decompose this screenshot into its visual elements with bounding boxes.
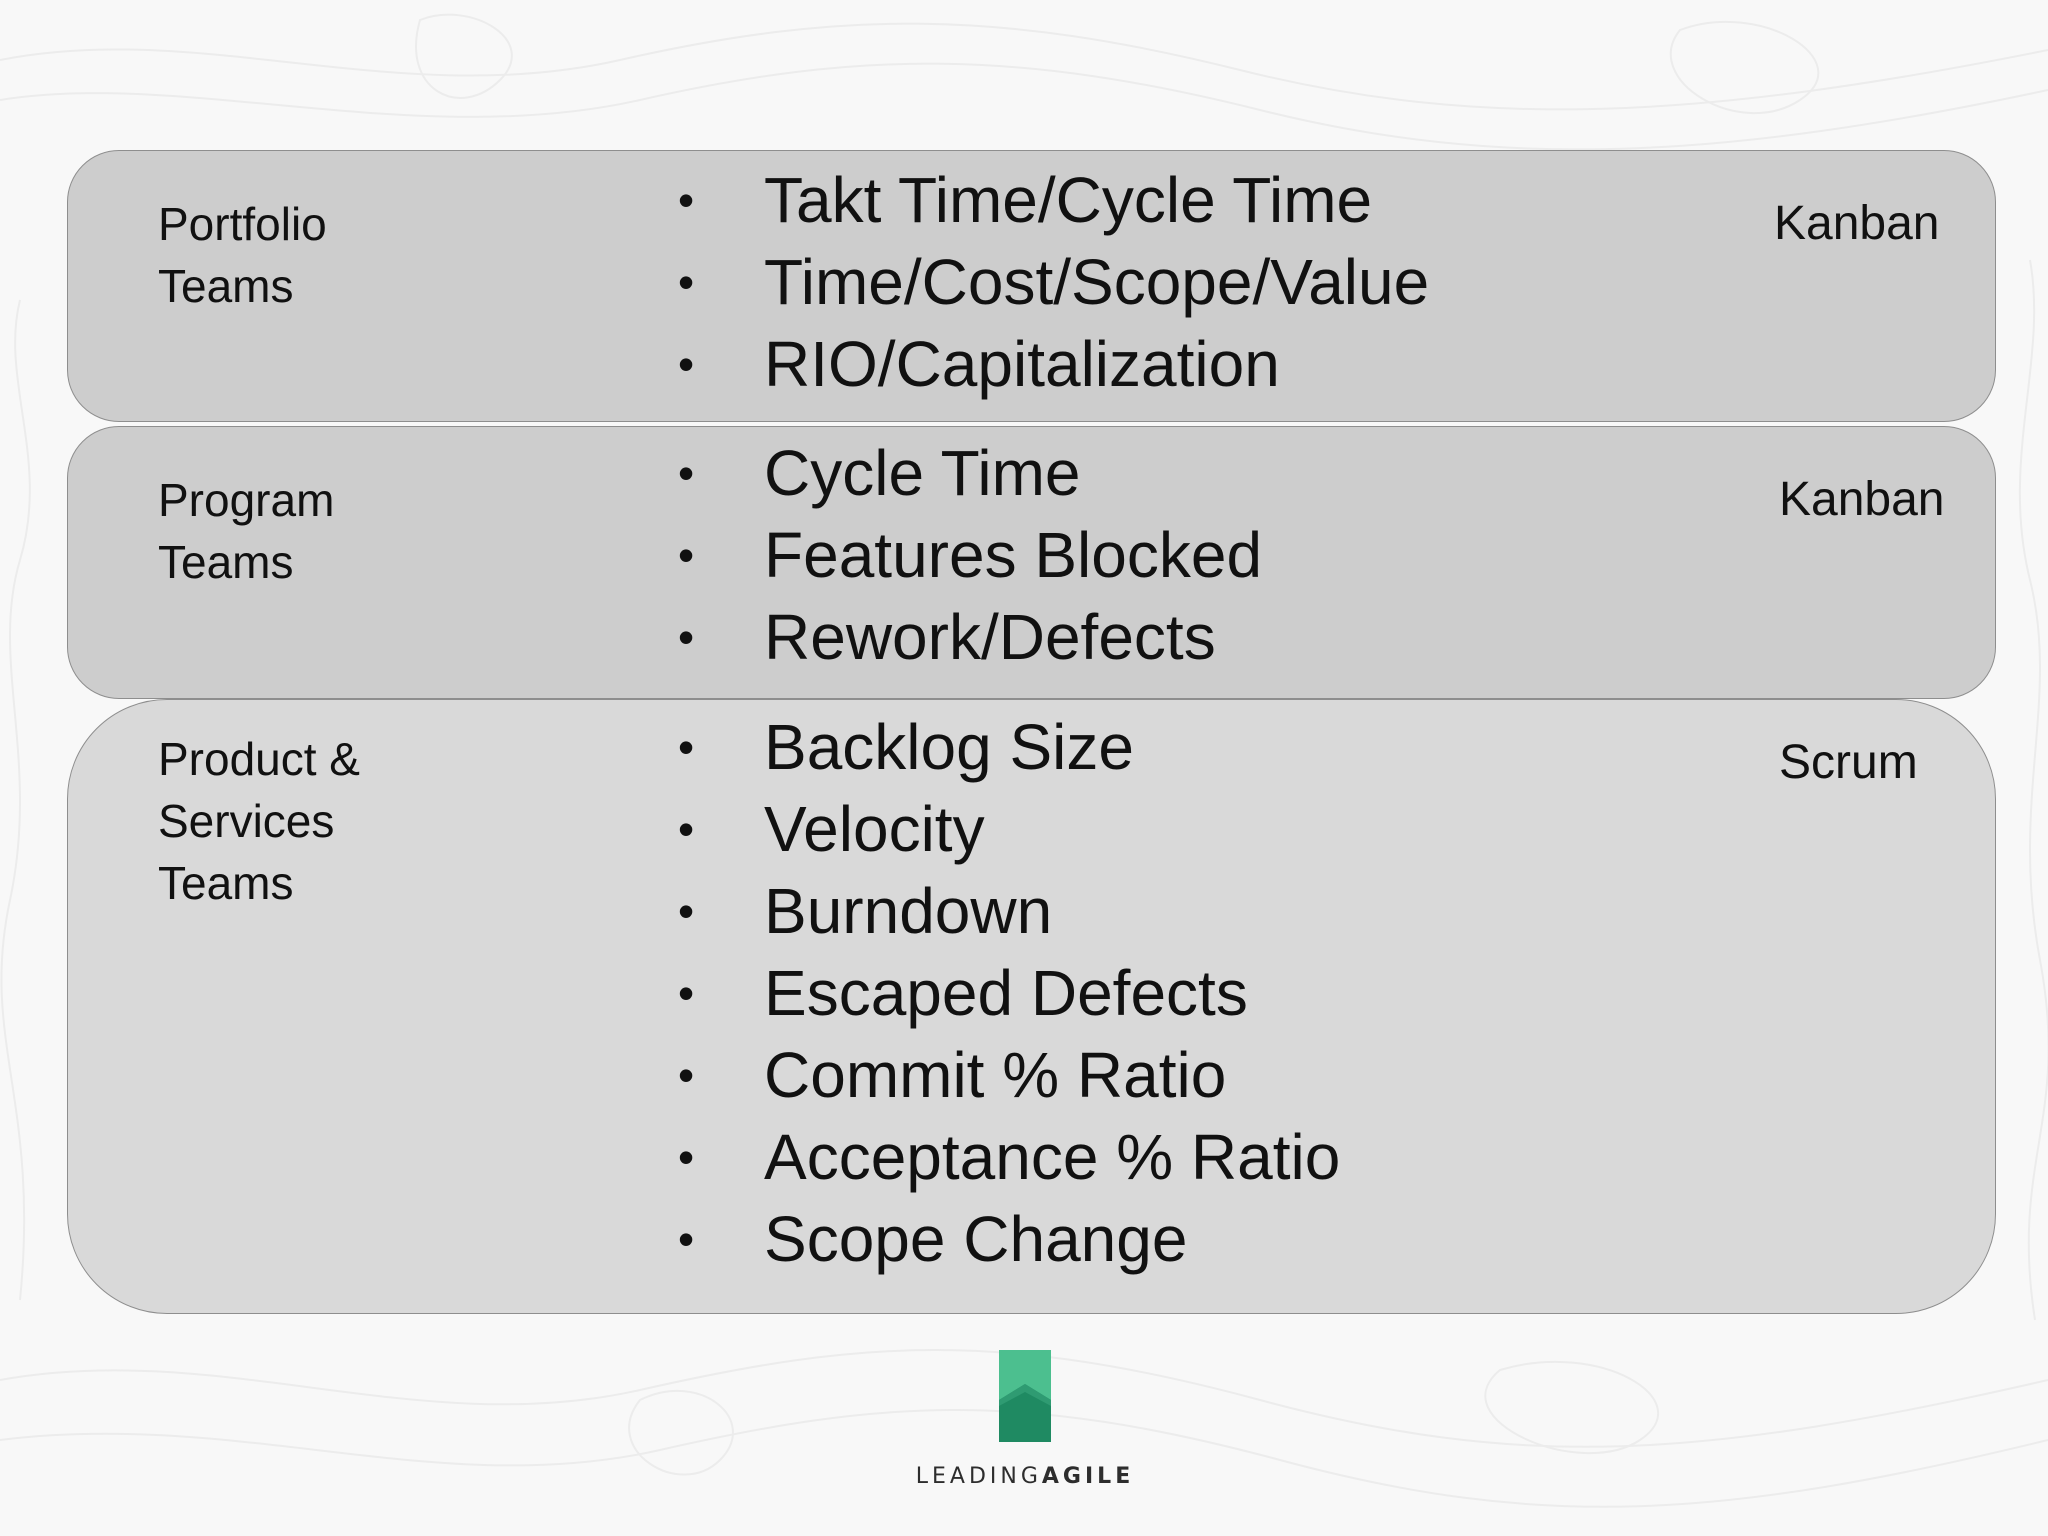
product-services-teams-label: Product & Services Teams (158, 733, 360, 909)
program-metrics-list: •Cycle Time •Features Blocked •Rework/De… (618, 432, 1262, 678)
program-teams-label: Program Teams (158, 474, 335, 588)
program-band: Program Teams •Cycle Time •Features Bloc… (67, 426, 1996, 699)
metric-item: •RIO/Capitalization (678, 328, 1280, 400)
logo-mark-icon (999, 1350, 1051, 1442)
metric-item: •Escaped Defects (678, 957, 1248, 1029)
metric-item: •Rework/Defects (678, 601, 1216, 673)
metric-item: •Scope Change (678, 1203, 1188, 1275)
portfolio-method-label: Kanban (1774, 197, 1940, 250)
logo-wordmark: LEADINGAGILE (915, 1464, 1135, 1489)
metric-item: •Commit % Ratio (678, 1039, 1227, 1111)
program-method-label: Kanban (1779, 473, 1945, 526)
portfolio-band: Portfolio Teams •Takt Time/Cycle Time •T… (67, 150, 1996, 422)
metric-item: •Velocity (678, 793, 985, 865)
leadingagile-logo: LEADINGAGILE (900, 1350, 1150, 1489)
portfolio-teams-label: Portfolio Teams (158, 198, 327, 312)
metric-item: •Acceptance % Ratio (678, 1121, 1341, 1193)
metric-item: •Time/Cost/Scope/Value (678, 246, 1430, 318)
metric-item: •Burndown (678, 875, 1053, 947)
product-services-metrics-list: •Backlog Size •Velocity •Burndown •Escap… (618, 706, 1340, 1280)
metric-item: •Features Blocked (678, 519, 1263, 591)
metric-item: •Cycle Time (678, 437, 1081, 509)
metric-item: •Takt Time/Cycle Time (678, 164, 1373, 236)
product-services-method-label: Scrum (1779, 736, 1918, 789)
product-services-band: Product & Services Teams •Backlog Size •… (67, 699, 1996, 1314)
portfolio-metrics-list: •Takt Time/Cycle Time •Time/Cost/Scope/V… (618, 159, 1429, 405)
metric-item: •Backlog Size (678, 711, 1134, 783)
